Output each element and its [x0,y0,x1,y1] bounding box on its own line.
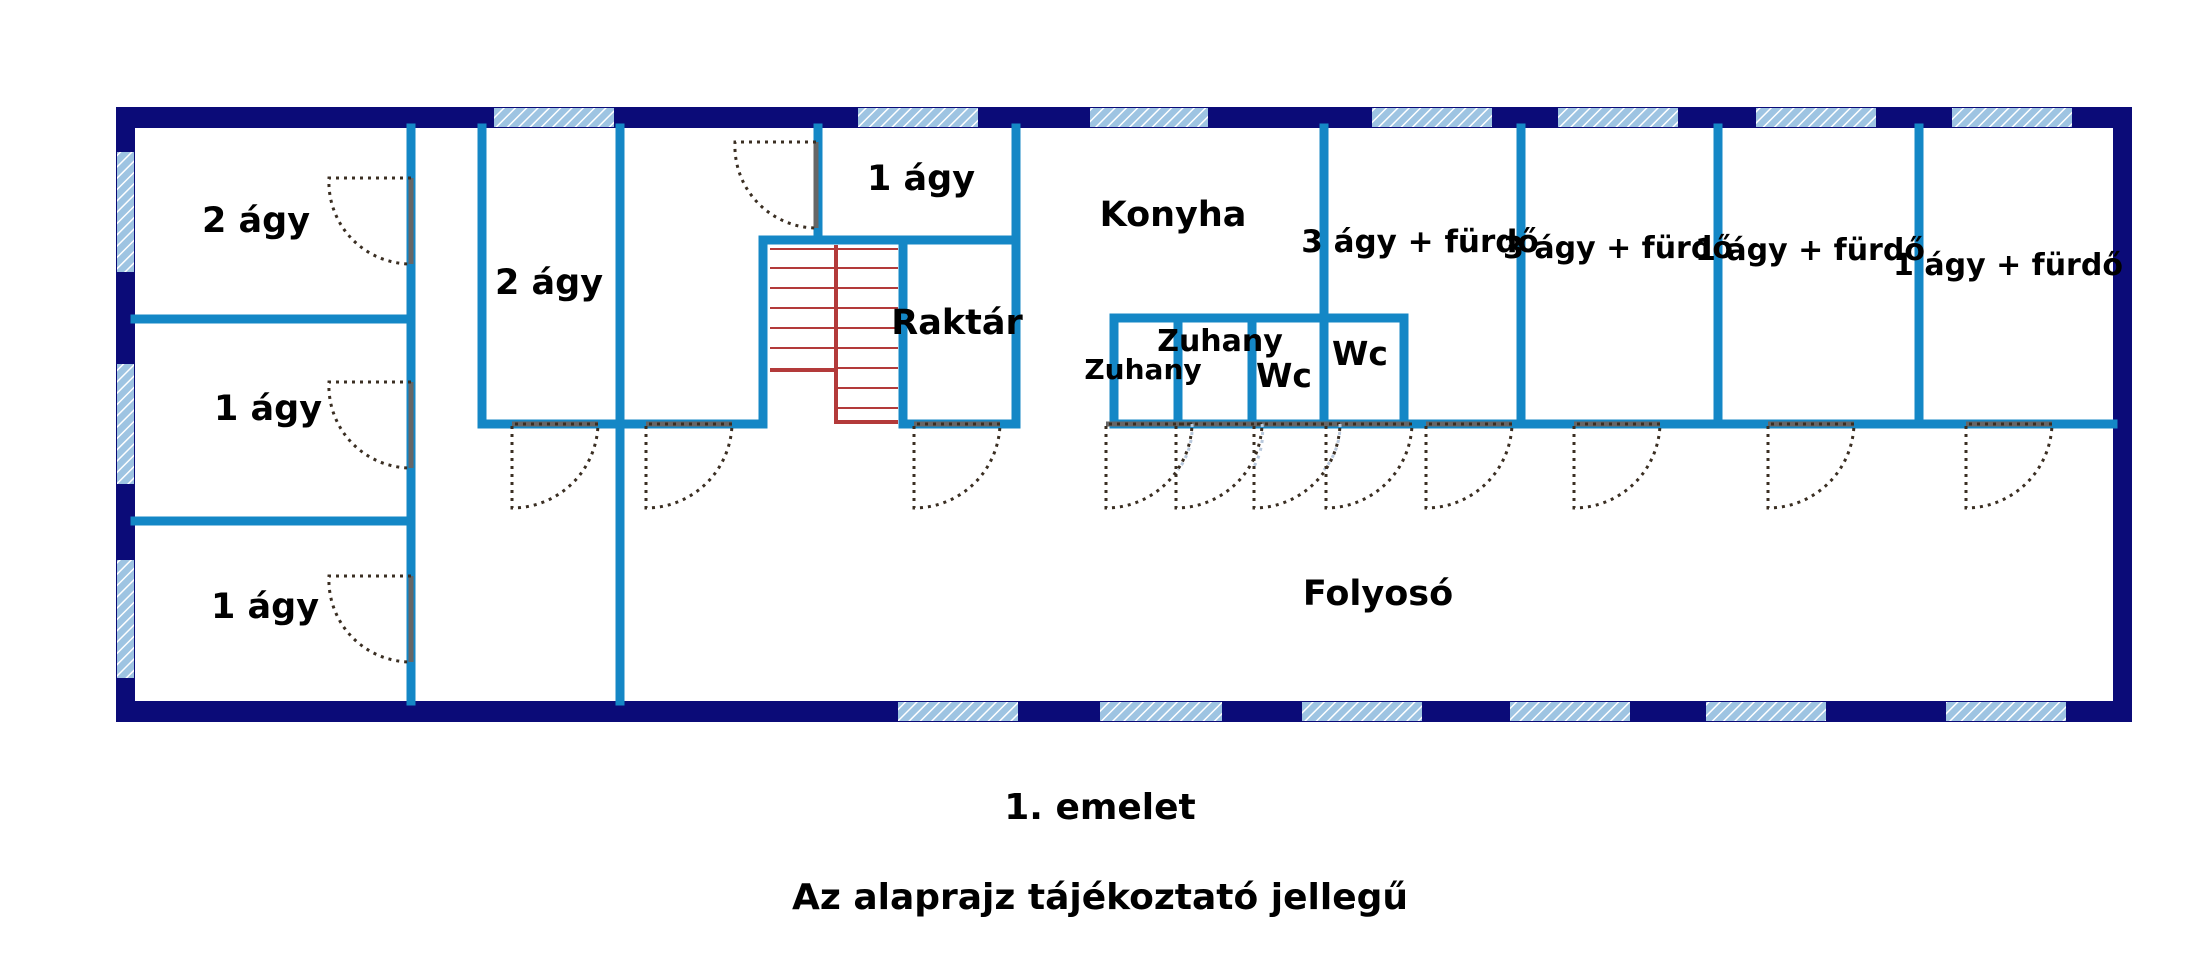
room-label-wc: Wc [1256,356,1312,395]
windows [117,108,2072,721]
outer-wall-right [2113,107,2132,722]
door [912,422,1002,510]
room-label-shower: Zuhany [1157,324,1283,359]
doors [327,140,2054,664]
disclaimer-caption: Az alaprajz tájékoztató jellegű [791,877,1409,918]
window [117,152,134,272]
door [1424,422,1514,510]
window [898,702,1018,721]
window [1952,108,2072,127]
room-label-corridor: Folyosó [1303,574,1453,614]
window [1756,108,1876,127]
door [327,176,412,266]
window [1706,702,1826,721]
door [327,380,412,470]
door [1766,422,1856,510]
window [1946,702,2066,721]
room-label: 1 ágy + fürdő [1893,248,2123,283]
window [117,364,134,484]
window [1510,702,1630,721]
room-label-shower: Zuhany [1084,353,1201,386]
door [733,140,817,230]
room-label: 1 ágy [867,159,975,199]
staircase [770,245,898,424]
room-label: 3 ágy + fürdő [1301,224,1539,260]
window [1090,108,1208,127]
door [510,422,600,510]
floor-caption: 1. emelet [1004,787,1196,828]
door [644,422,734,510]
room-label: 1 ágy [211,587,319,627]
window [1558,108,1678,127]
room-label-storage: Raktár [891,303,1023,343]
room-label: 3 ágy + fürdő [1503,231,1733,266]
room-label: 2 ágy [202,201,310,241]
window [117,560,134,678]
room-label: 1 ágy + fürdő [1695,233,1925,268]
window [1372,108,1492,127]
room-label-kitchen: Konyha [1100,195,1247,235]
window [1100,702,1222,721]
door [1104,422,1194,510]
door [1572,422,1662,510]
door [1174,422,1264,510]
window [1302,702,1422,721]
door-arc-shadows [1176,423,1342,471]
room-label-wc: Wc [1332,334,1388,373]
window [858,108,978,127]
room-label: 2 ágy [495,263,603,303]
door [327,574,412,664]
window [494,108,614,127]
room-labels: 2 ágy 1 ágy 1 ágy 2 ágy 1 ágy Konyha Rak… [202,159,2123,627]
room-label: 1 ágy [214,389,322,429]
door [1964,422,2054,510]
